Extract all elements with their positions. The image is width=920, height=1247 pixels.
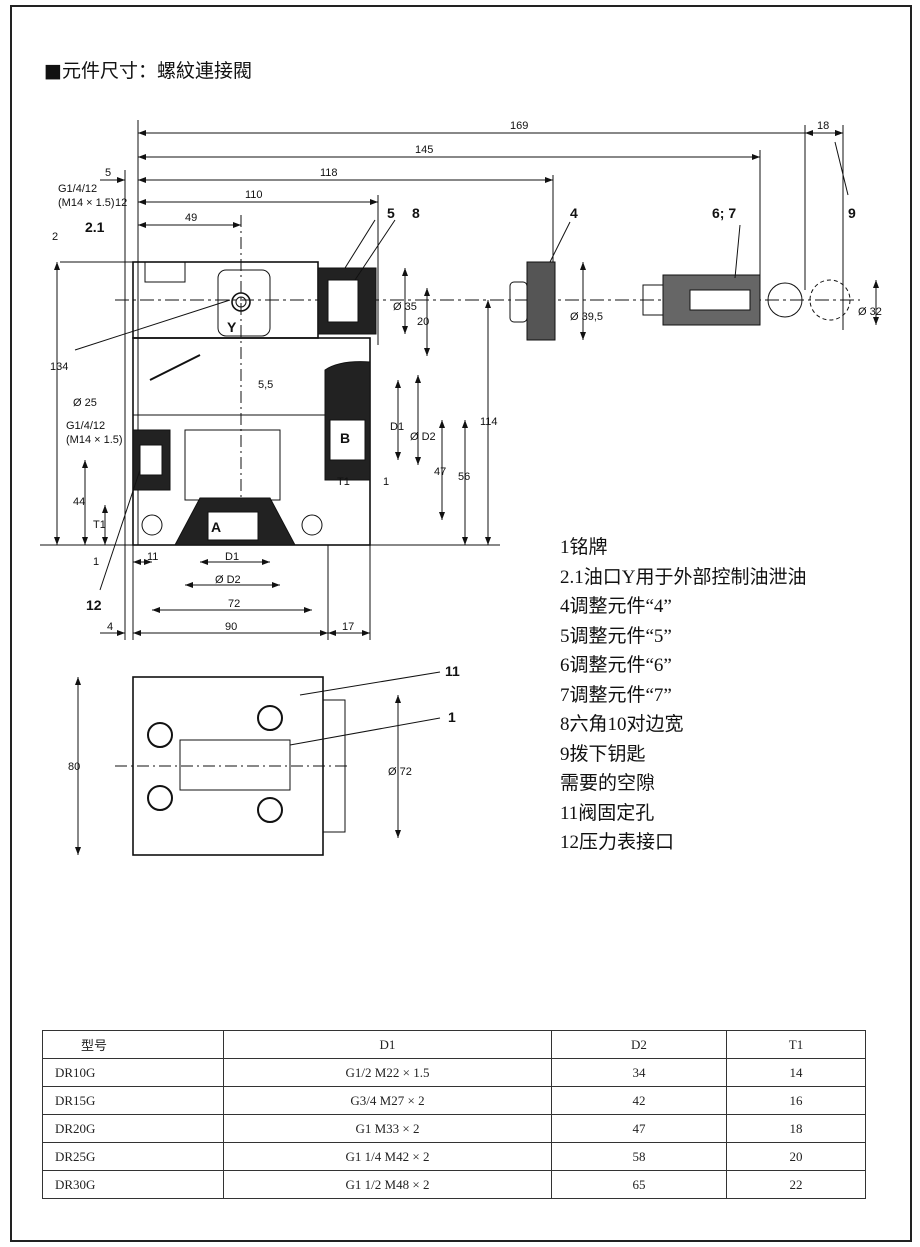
- legend-item: 8六角10对边宽: [560, 714, 684, 735]
- dim-d39-5: Ø 39,5: [570, 311, 603, 323]
- port-label-b: B: [340, 430, 350, 446]
- dim-4: 4: [107, 621, 113, 633]
- section-title: ■元件尺寸：螺紋連接閥: [44, 60, 252, 82]
- table-header-row: 型号 D1 D2 T1: [42, 1030, 866, 1059]
- cell-d2: 58: [551, 1142, 727, 1171]
- dim-18: 18: [817, 120, 829, 132]
- dim-5: 5: [105, 167, 111, 179]
- dim-118: 118: [320, 167, 338, 179]
- dim-D1: D1: [225, 551, 239, 563]
- page-frame: [10, 5, 912, 1242]
- cell-d2: 42: [551, 1086, 727, 1115]
- cell-d2: 34: [551, 1058, 727, 1087]
- callout-12: 12: [86, 597, 102, 613]
- cell-d2: 47: [551, 1114, 727, 1143]
- dim-t1-b: T1: [337, 476, 350, 488]
- dim-12: 12: [115, 197, 127, 209]
- callout-11: 11: [445, 663, 460, 679]
- cell-model: DR20G: [42, 1114, 224, 1143]
- dim-20: 20: [417, 316, 429, 328]
- cell-t1: 20: [726, 1142, 866, 1171]
- legend-item: 6调整元件“6”: [560, 655, 672, 676]
- dim-49: 49: [185, 212, 197, 224]
- legend-item: 12压力表接口: [560, 832, 675, 853]
- dim-11: 11: [147, 551, 158, 563]
- dim-17: 17: [342, 621, 354, 633]
- dim-d25: Ø 25: [73, 397, 97, 409]
- dim-5-5: 5,5: [258, 379, 273, 391]
- dim-t1: T1: [93, 519, 106, 531]
- legend-item: 2.1油口Y用于外部控制油泄油: [560, 566, 807, 588]
- port-label-a: A: [211, 519, 221, 535]
- callout-8: 8: [412, 205, 420, 221]
- callout-5: 5: [387, 205, 395, 221]
- dim-72: 72: [228, 598, 240, 610]
- cell-t1: 14: [726, 1058, 866, 1087]
- legend-item: 需要的空隙: [560, 773, 656, 794]
- cell-t1: 18: [726, 1114, 866, 1143]
- dim-90: 90: [225, 621, 237, 633]
- gauge-thread: G1/4/12: [66, 420, 105, 432]
- header-model: 型号: [42, 1030, 224, 1059]
- port-label-y: Y: [227, 319, 237, 335]
- callout-6-7: 6; 7: [712, 205, 736, 221]
- dim-110: 110: [245, 189, 263, 201]
- valve-dimension-drawing: 169 145 118 110 49 5 18 G1/4/12 (M14 × 1…: [40, 120, 882, 856]
- header-t1: T1: [726, 1030, 866, 1059]
- cell-d1: G1/2 M22 × 1.5: [223, 1058, 552, 1087]
- dim-44: 44: [73, 496, 85, 508]
- cell-model: DR30G: [42, 1170, 224, 1199]
- dim-d35: Ø 35: [393, 301, 417, 313]
- dim-56: 56: [458, 471, 470, 483]
- dim-1-b: 1: [383, 476, 389, 488]
- cell-model: DR25G: [42, 1142, 224, 1171]
- dim-1: 1: [93, 556, 99, 568]
- dim-145: 145: [415, 144, 433, 156]
- cell-d1: G1 1/4 M42 × 2: [223, 1142, 552, 1171]
- callout-1: 1: [448, 709, 456, 725]
- dim-d32: Ø 32: [858, 306, 882, 318]
- cell-d1: G1 M33 × 2: [223, 1114, 552, 1143]
- cell-d1: G1 1/2 M48 × 2: [223, 1170, 552, 1199]
- dim-169: 169: [510, 120, 528, 132]
- cell-model: DR10G: [42, 1058, 224, 1087]
- legend-item: 5调整元件“5”: [560, 625, 672, 647]
- callout-9: 9: [848, 205, 856, 221]
- cell-model: DR15G: [42, 1086, 224, 1115]
- header-d1: D1: [223, 1030, 552, 1059]
- port-y-thread: G1/4/12: [58, 183, 97, 195]
- dim-114: 114: [480, 416, 498, 428]
- dim-2: 2: [52, 231, 58, 243]
- dim-47: 47: [434, 466, 446, 478]
- legend-item: 7调整元件“7”: [560, 684, 672, 706]
- dim-80: 80: [68, 761, 80, 773]
- ref-2-1: 2.1: [85, 219, 105, 235]
- legend-item: 9拨下钥匙: [560, 743, 646, 765]
- cell-d1: G3/4 M27 × 2: [223, 1086, 552, 1115]
- callout-4: 4: [570, 205, 578, 221]
- cell-d2: 65: [551, 1170, 727, 1199]
- gauge-metric: (M14 × 1.5): [66, 434, 123, 446]
- dim-d72: Ø 72: [388, 766, 412, 778]
- dim-D1-vertical: D1: [390, 421, 404, 433]
- port-y-metric: (M14 × 1.5): [58, 197, 115, 209]
- cell-t1: 22: [726, 1170, 866, 1199]
- legend-item: 1铭牌: [560, 537, 608, 558]
- dim-D2-vertical: Ø D2: [410, 431, 436, 443]
- legend-item: 4调整元件“4”: [560, 596, 672, 617]
- legend-item: 11阀固定孔: [560, 802, 655, 824]
- header-d2: D2: [551, 1030, 727, 1059]
- cell-t1: 16: [726, 1086, 866, 1115]
- legend-list: 1铭牌 2.1油口Y用于外部控制油泄油 4调整元件“4” 5调整元件“5” 6调…: [560, 533, 806, 858]
- dim-D2: Ø D2: [215, 574, 241, 586]
- dim-134: 134: [50, 361, 68, 373]
